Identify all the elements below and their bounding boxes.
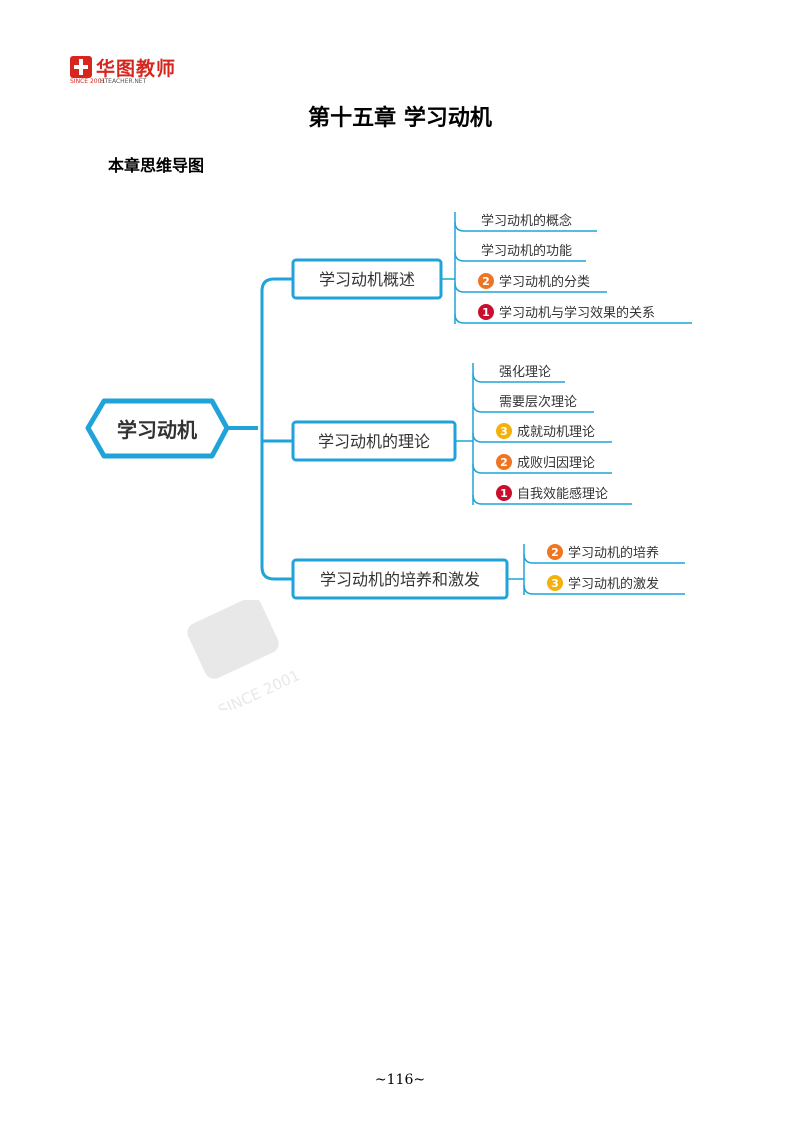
- trunk-line: [260, 277, 293, 581]
- leaf-node-label: 学习动机的概念: [481, 213, 572, 229]
- leaf-node-label: 强化理论: [499, 365, 551, 380]
- priority-badge-number: 1: [482, 306, 490, 319]
- brand-name: 华图教师: [96, 58, 177, 80]
- brand-logo: 华图教师 SINCE 2001 HTEACHER.NET: [70, 56, 190, 88]
- leaf-underline: [523, 584, 685, 595]
- root-node-label: 学习动机: [117, 418, 197, 442]
- leaf-underline: [472, 402, 594, 413]
- branch-node-label: 学习动机的理论: [318, 432, 430, 451]
- priority-badge-icon: [478, 273, 494, 289]
- leaf-node-label: 成败归因理论: [517, 456, 595, 471]
- priority-badge-number: 2: [482, 275, 490, 288]
- branch-node-label: 学习动机概述: [319, 270, 415, 289]
- leaf-node-label: 自我效能感理论: [517, 486, 608, 502]
- leaf-underline: [454, 282, 607, 293]
- leaf-underline: [472, 463, 612, 474]
- leaf-node-label: 学习动机与学习效果的关系: [499, 305, 655, 321]
- brand-site: HTEACHER.NET: [100, 78, 147, 85]
- page-number: ~116~: [374, 1072, 426, 1088]
- leaf-node-label: 学习动机的功能: [481, 243, 572, 259]
- priority-badge-icon: [496, 423, 512, 439]
- leaf-underline: [472, 432, 612, 443]
- section-title: 本章思维导图: [108, 156, 205, 175]
- leaf-node-label: 学习动机的激发: [568, 576, 659, 592]
- brand-since: SINCE 2001: [70, 78, 106, 85]
- leaf-node-label: 成就动机理论: [517, 425, 595, 440]
- leaf-underline: [454, 313, 692, 324]
- branch-node-label: 学习动机的培养和激发: [320, 570, 480, 589]
- leaf-underline: [472, 372, 565, 383]
- priority-badge-number: 2: [551, 546, 559, 559]
- priority-badge-number: 3: [551, 577, 559, 590]
- priority-badge-icon: [496, 485, 512, 501]
- priority-badge-icon: [547, 544, 563, 560]
- priority-badge-icon: [478, 304, 494, 320]
- leaf-underline: [523, 553, 685, 564]
- priority-badge-icon: [496, 454, 512, 470]
- priority-badge-number: 2: [500, 456, 508, 469]
- priority-badge-number: 3: [500, 425, 508, 438]
- leaf-node-label: 学习动机的培养: [568, 545, 659, 561]
- chapter-title: 第十五章 学习动机: [308, 105, 492, 131]
- leaf-underline: [454, 251, 586, 262]
- brand-logo-mark: [70, 56, 92, 78]
- priority-badge-icon: [547, 575, 563, 591]
- leaf-underline: [454, 221, 597, 232]
- watermark: SINCE 2001: [187, 600, 303, 710]
- priority-badge-number: 1: [500, 487, 508, 500]
- leaf-node-label: 学习动机的分类: [499, 274, 590, 290]
- leaf-node-label: 需要层次理论: [499, 394, 577, 410]
- leaf-underline: [472, 494, 632, 505]
